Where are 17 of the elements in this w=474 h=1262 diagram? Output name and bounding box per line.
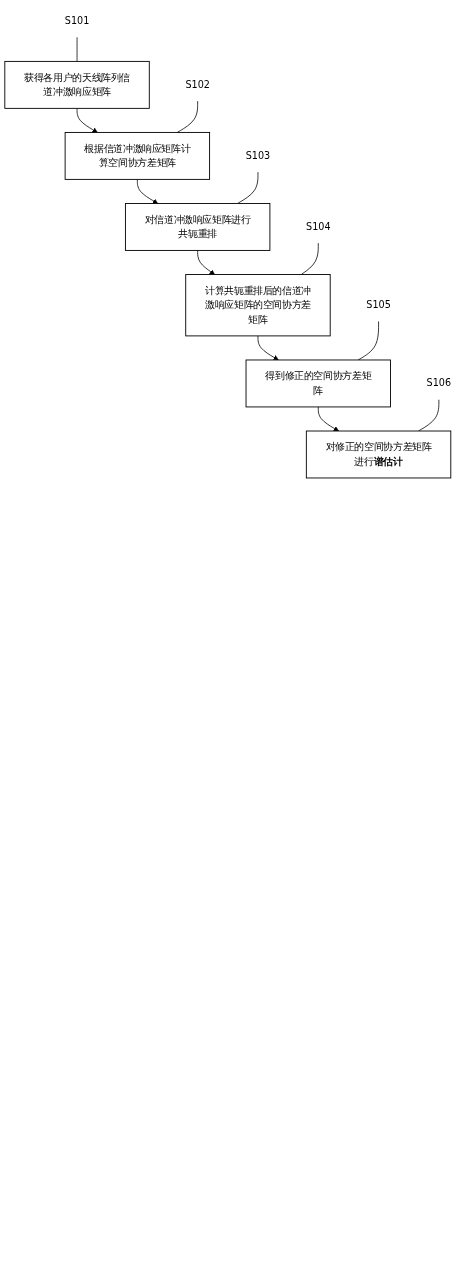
- node-text: S103: [245, 149, 271, 162]
- node-text: S104: [306, 220, 331, 233]
- node-text: S106: [426, 377, 452, 389]
- node-box: 对修正的空间协方差矩阵进行谱估计: [305, 430, 452, 479]
- node-box: 对信道冲激响应矩阵进行共轭重排: [124, 203, 271, 251]
- node-box: 根据信道冲激响应矩阵计算空间协方差矩阵: [64, 132, 211, 180]
- node-box: 计算共轭重排后的信道冲激响应矩阵的空间协方差矩阵: [185, 274, 331, 337]
- connector: [76, 36, 78, 62]
- node-text: S101: [64, 15, 90, 27]
- connector: [300, 242, 319, 275]
- node-text: S102: [185, 78, 210, 91]
- node-text: S105: [366, 299, 391, 311]
- connector: [418, 399, 440, 432]
- connector: [176, 100, 199, 133]
- connector: [237, 171, 259, 204]
- node-box: 得到修正的空间协方差矩阵: [245, 359, 391, 408]
- node-box: 获得各用户的天线阵列信道冲激响应矩阵: [4, 60, 150, 109]
